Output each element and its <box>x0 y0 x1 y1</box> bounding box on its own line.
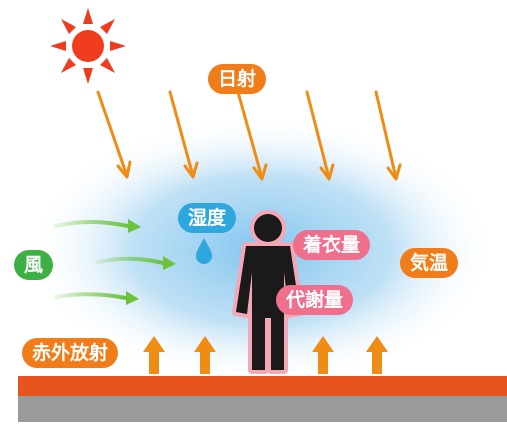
label-sunlight: 日射 <box>208 64 267 94</box>
sunlight-arrow <box>305 90 335 181</box>
label-metabolism: 代謝量 <box>276 285 354 315</box>
wind-arrow <box>54 291 139 305</box>
label-wind: 風 <box>14 250 54 280</box>
person-icon <box>232 210 304 374</box>
infrared-arrow <box>366 336 388 374</box>
label-clothing: 着衣量 <box>293 230 371 260</box>
water-drop-icon <box>196 238 212 264</box>
sunlight-arrows <box>96 90 402 181</box>
sunlight-arrow <box>236 90 268 181</box>
sun-icon <box>50 8 126 84</box>
wind-arrow <box>96 256 176 270</box>
infrared-arrow <box>143 336 165 374</box>
label-humidity: 湿度 <box>178 203 237 233</box>
sunlight-arrow <box>374 90 402 181</box>
label-air-temperature: 気温 <box>400 248 459 278</box>
ground-base <box>18 396 507 422</box>
ground-surface <box>18 376 507 396</box>
wind-arrow <box>54 219 141 233</box>
infrared-arrows <box>143 336 388 374</box>
sunlight-arrow <box>168 90 199 179</box>
sunlight-arrow <box>96 90 132 179</box>
wind-arrows <box>54 219 176 305</box>
infrared-arrow <box>312 336 334 374</box>
infrared-arrow <box>194 336 216 374</box>
label-infrared-radiation: 赤外放射 <box>22 338 119 368</box>
